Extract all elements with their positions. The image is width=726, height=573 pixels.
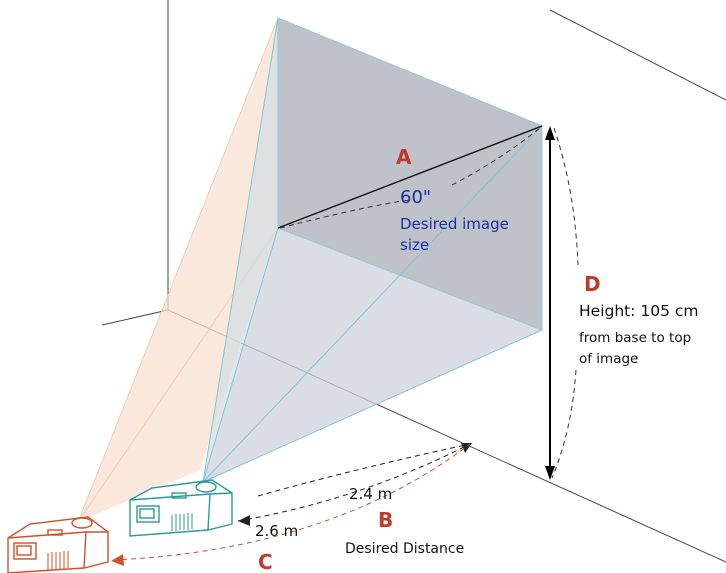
height-caption-line1: from base to top	[579, 330, 691, 346]
far-distance-value: 2.6 m	[255, 522, 298, 540]
diagonal-arc-dashed	[279, 127, 541, 229]
diagonal-line	[277, 125, 543, 229]
height-arrow	[545, 126, 555, 480]
image-size-caption-line1: Desired image	[400, 215, 509, 233]
near-beam-edges	[202, 17, 543, 483]
floor-back-line	[101, 309, 169, 326]
near-distance-arrow	[237, 443, 472, 526]
wall-right-edge-line	[549, 9, 726, 101]
near-beam-cone-lower	[203, 228, 542, 482]
height-value: Height: 105 cm	[579, 302, 699, 320]
height-caption-line2: of image	[579, 351, 638, 367]
near-distance-value: 2.4 m	[349, 485, 392, 503]
distance-caption: Desired Distance	[345, 541, 464, 557]
label-d: D	[584, 272, 601, 296]
label-a: A	[396, 145, 412, 169]
near-distance-arrow-upper	[257, 443, 471, 497]
label-b: B	[378, 508, 393, 532]
far-distance-arrow	[111, 443, 471, 566]
near-projector	[129, 479, 233, 537]
image-size-caption-line2: size	[400, 236, 429, 254]
label-c: C	[258, 550, 273, 573]
far-projector	[7, 516, 109, 573]
image-size-value: 60"	[400, 187, 431, 208]
height-arc-dashed	[551, 127, 579, 479]
